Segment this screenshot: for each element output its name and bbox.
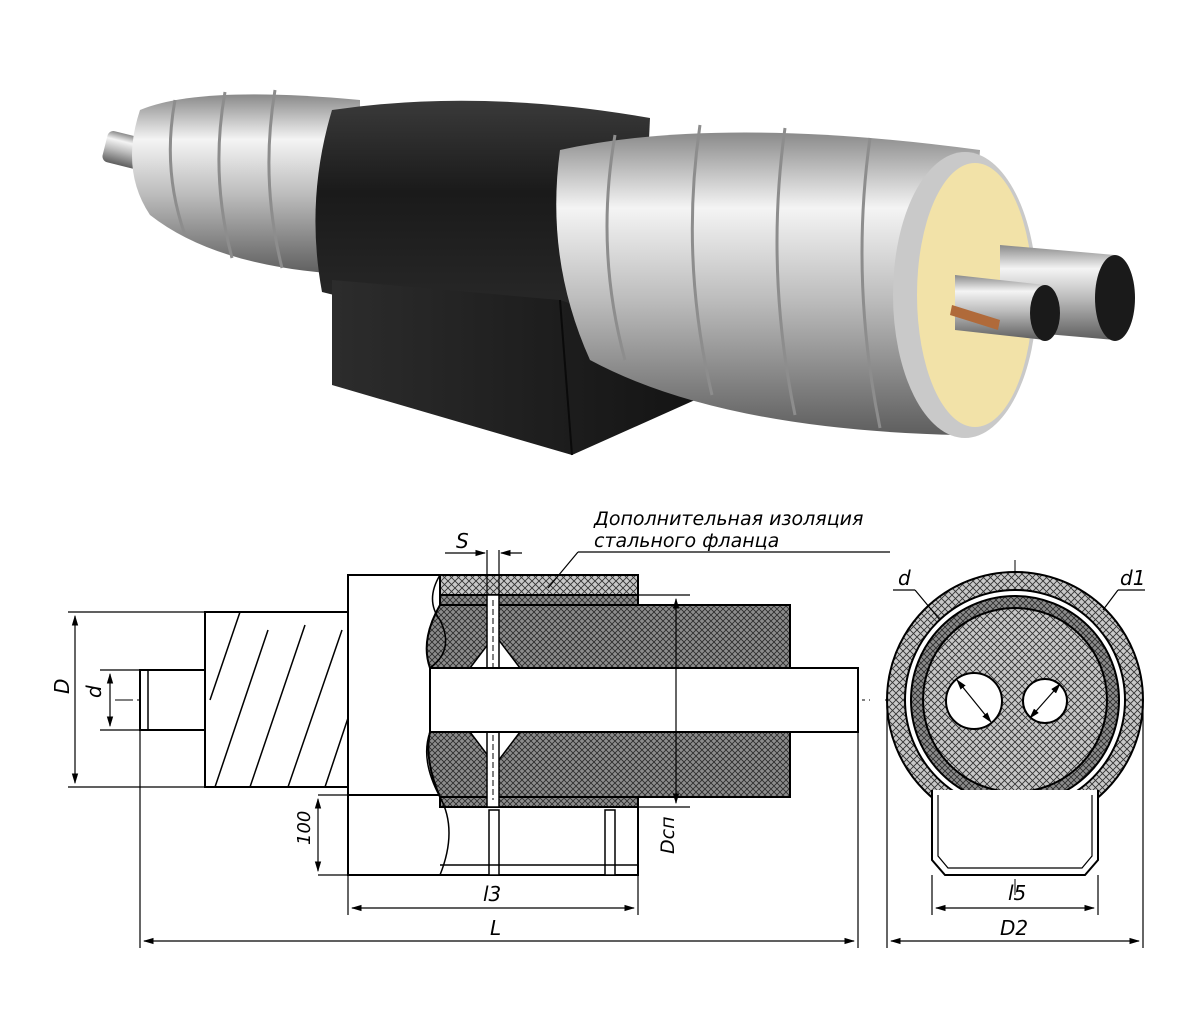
end-support [931,790,1099,876]
dim-S: S [456,529,469,553]
outlet-pipes [950,245,1135,341]
flange-insulation-top [439,574,639,596]
jacket-section [204,611,349,788]
annotation-line-1: Дополнительная изоляция [593,508,863,530]
dim-100: 100 [294,811,315,845]
annotation-line-2: стального фланца [594,530,779,552]
dim-D2: D2 [1000,916,1028,940]
dim-D: D [50,679,74,694]
side-view-drawing [115,574,870,876]
dim-d1: d1 [1120,566,1145,590]
right-jacket [556,124,980,435]
left-jacket [132,89,360,275]
dim-l5: l5 [1008,881,1026,905]
product-render [102,89,1135,456]
inlet-pipe [139,669,206,731]
dim-d-left: d [82,685,106,698]
end-dimensions [886,589,1145,948]
dim-d-right: d [898,566,911,590]
side-dimensions [68,549,890,948]
carrier-pipe [429,667,859,733]
dim-Dsp: Dсп [657,817,679,855]
dim-l3: l3 [483,882,501,906]
dim-L: L [490,916,501,940]
end-view-drawing [885,560,1145,895]
